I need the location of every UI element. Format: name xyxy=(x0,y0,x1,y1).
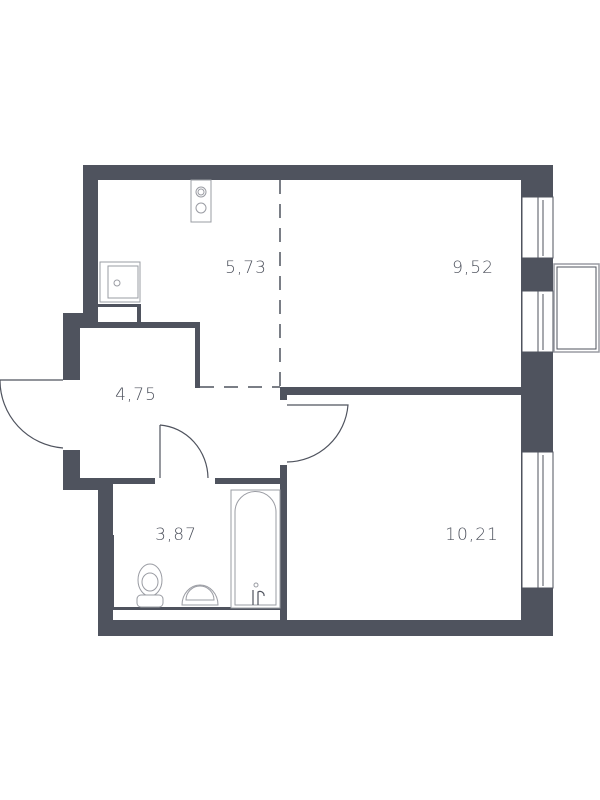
balcony xyxy=(553,263,600,353)
room-area-bedroom: 10,21 xyxy=(445,525,499,545)
room-area-living-room: 9,52 xyxy=(452,258,494,278)
entrance-door xyxy=(0,379,64,449)
fixtures xyxy=(99,179,281,609)
room-area-bathroom: 3,87 xyxy=(155,525,197,545)
sink-icon xyxy=(99,261,141,303)
zone-dividers xyxy=(200,180,281,388)
toilet-icon xyxy=(136,563,164,608)
bathtub-icon xyxy=(230,489,281,609)
windows xyxy=(521,196,554,589)
bathroom-door xyxy=(159,424,209,479)
bedroom-door xyxy=(286,404,349,463)
stove-icon xyxy=(190,179,212,223)
room-area-hallway: 4,75 xyxy=(115,385,157,405)
room-area-kitchen: 5,73 xyxy=(225,258,267,278)
washbasin-icon xyxy=(181,584,219,606)
doors[interactable] xyxy=(0,379,349,479)
